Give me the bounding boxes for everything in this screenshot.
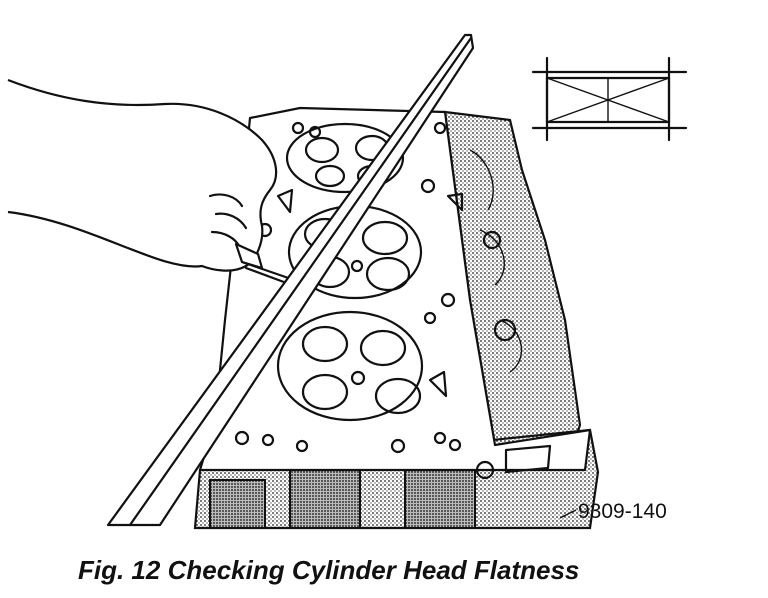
part-number-leader: [559, 509, 577, 519]
straightness-check-icon: [531, 56, 688, 142]
straight-edge: [106, 33, 475, 527]
figure-caption: Fig. 12 Checking Cylinder Head Flatness: [78, 555, 580, 585]
part-number-label: 9309-140: [578, 500, 667, 523]
deck-holes: [234, 121, 552, 480]
hand-with-feeler-gauge: [7, 78, 302, 290]
combustion-chamber: [276, 310, 424, 422]
